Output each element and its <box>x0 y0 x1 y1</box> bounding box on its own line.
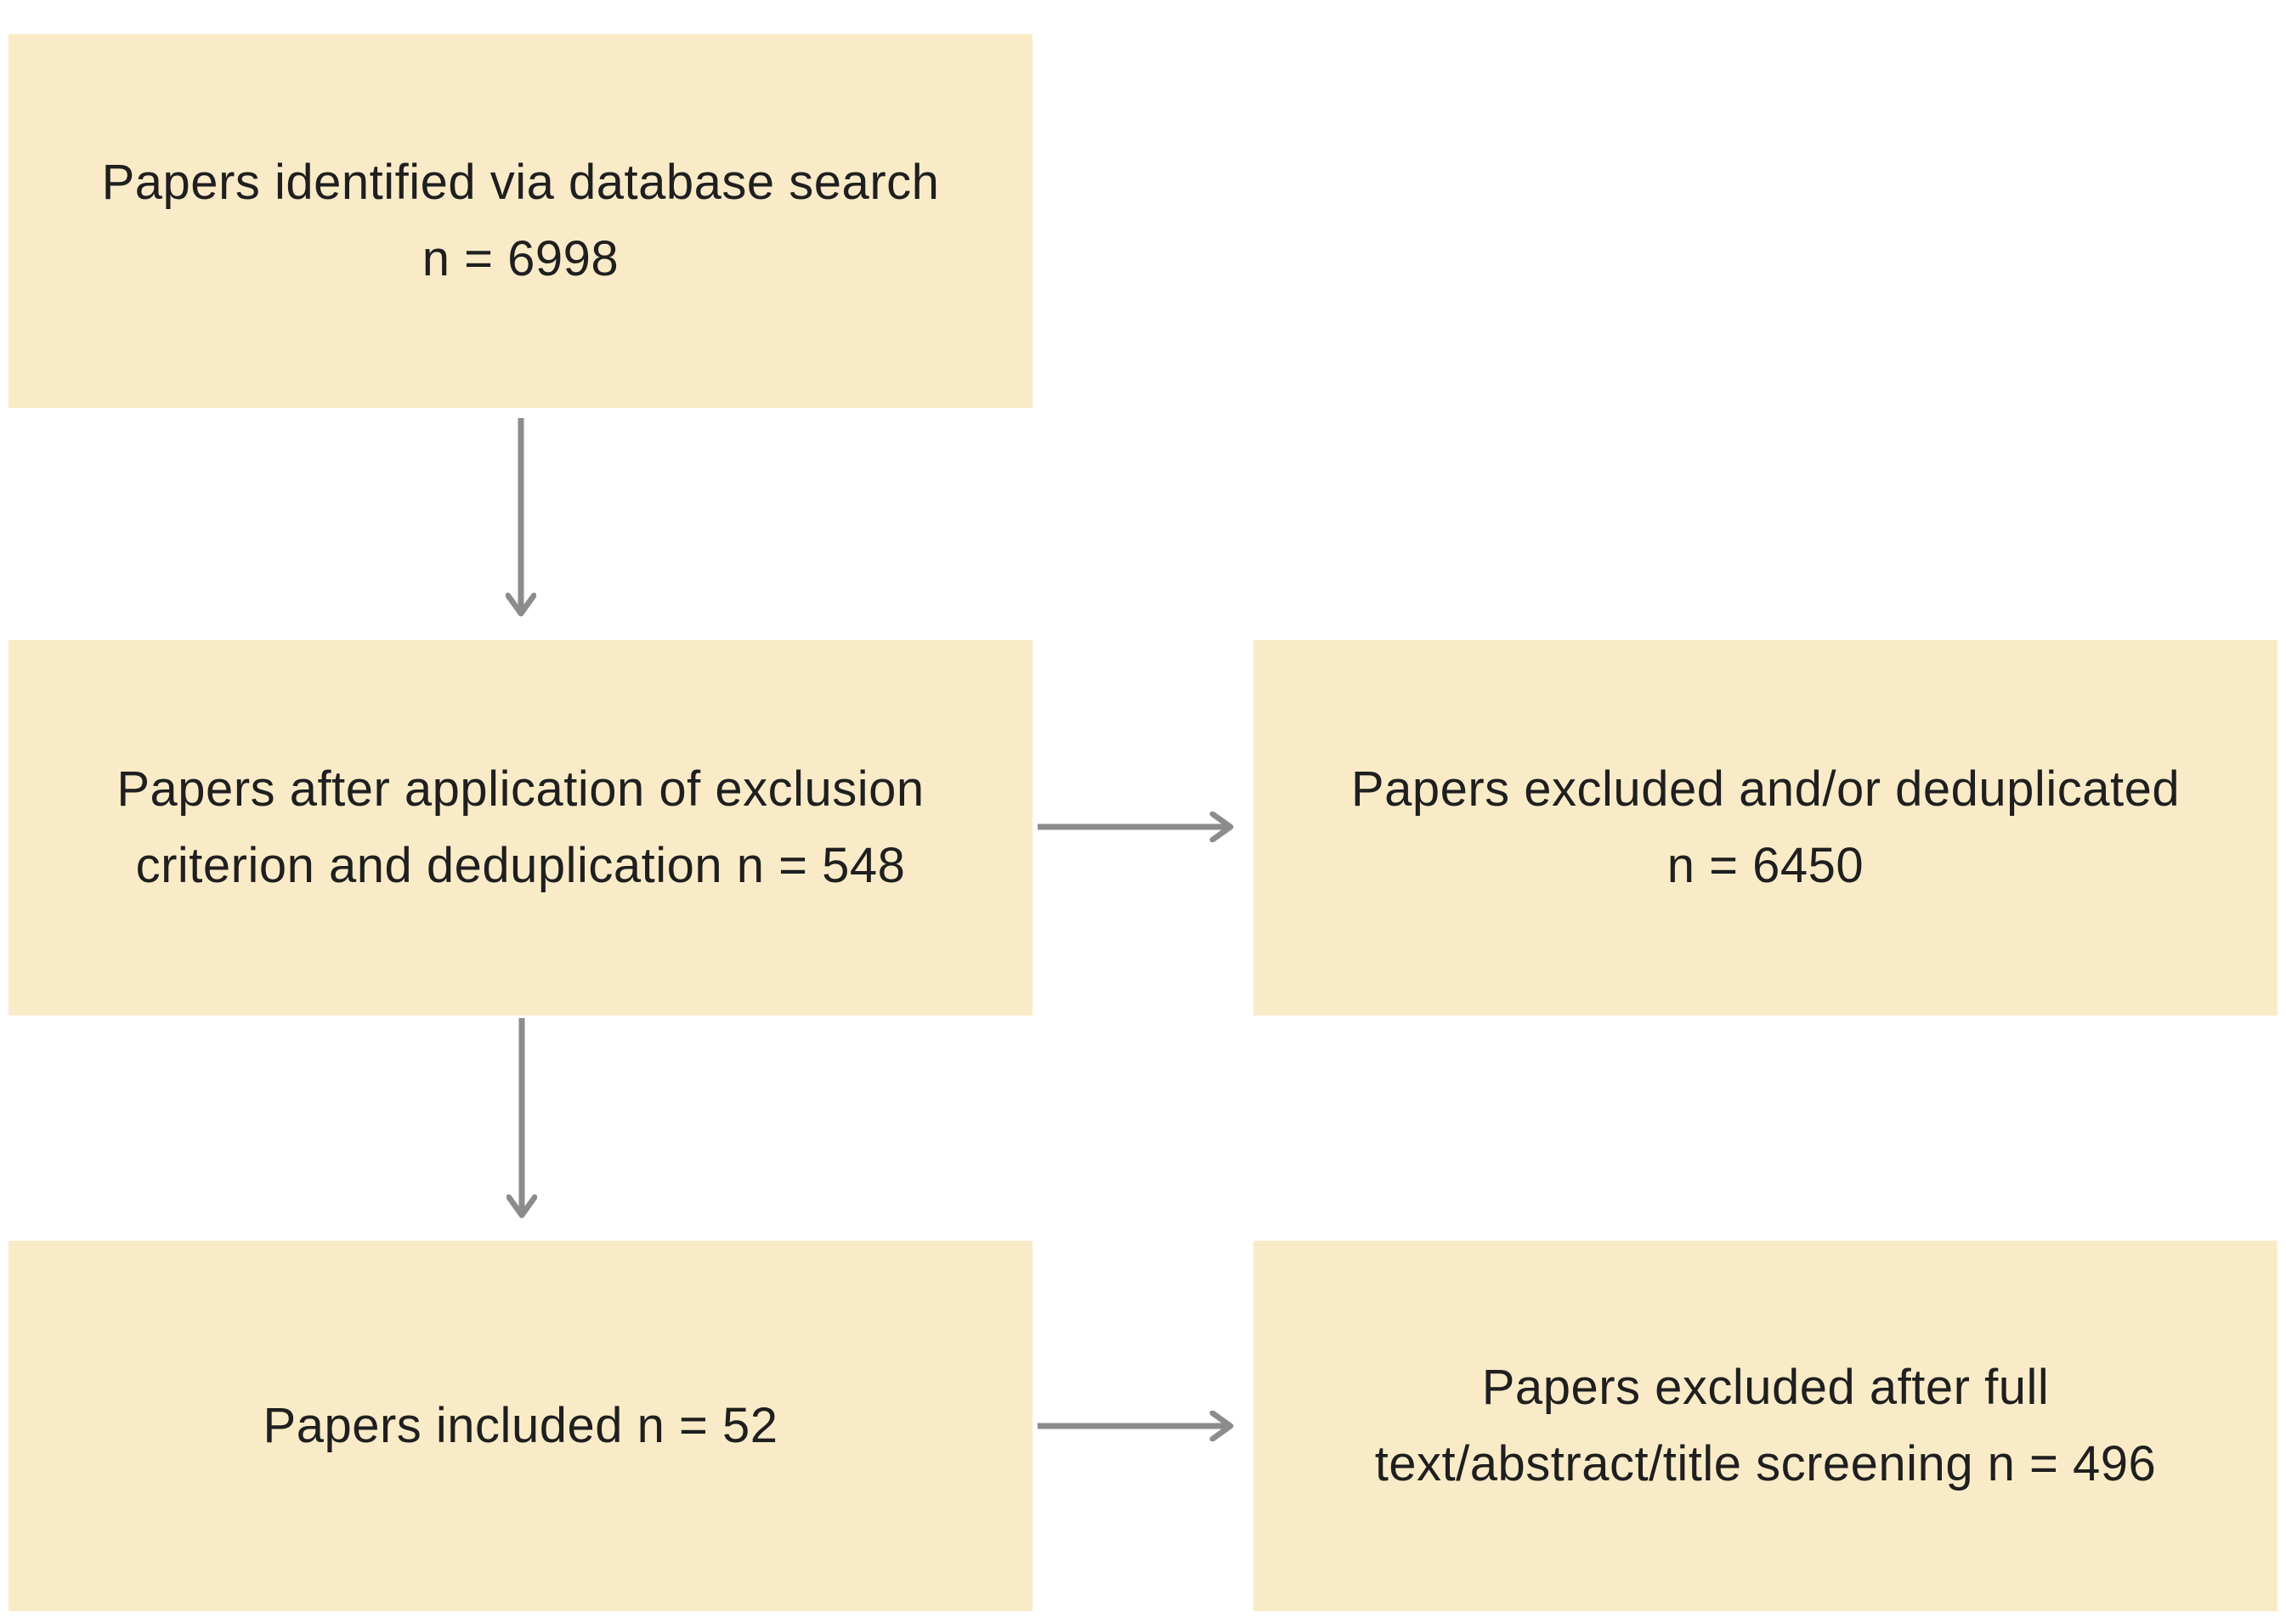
node-papers-after-exclusion: Papers after application of exclusion cr… <box>8 640 1033 1016</box>
node-papers-included-label: Papers included n = 52 <box>263 1398 778 1454</box>
node-papers-excluded-screening: Papers excluded after full text/abstract… <box>1253 1241 2278 1611</box>
node-papers-after-exclusion-label: Papers after application of exclusion cr… <box>116 761 925 893</box>
node-papers-identified: Papers identified via database search n … <box>8 34 1033 408</box>
node-papers-included: Papers included n = 52 <box>8 1241 1033 1611</box>
node-papers-excluded-deduplicated-label: Papers excluded and/or deduplicated n = … <box>1350 761 2181 893</box>
node-papers-excluded-screening-label: Papers excluded after full text/abstract… <box>1374 1360 2157 1491</box>
node-papers-excluded-deduplicated: Papers excluded and/or deduplicated n = … <box>1253 640 2278 1016</box>
node-papers-identified-label: Papers identified via database search n … <box>101 155 940 286</box>
